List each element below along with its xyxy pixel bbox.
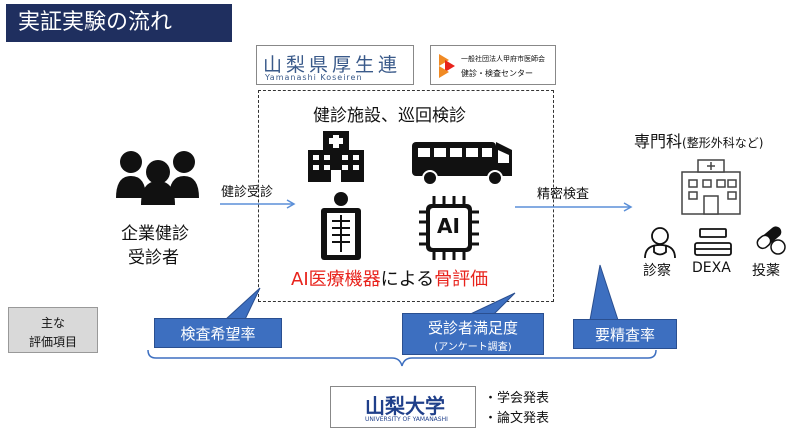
doctor-icon	[644, 227, 676, 259]
kofu-medical-emblem	[439, 54, 455, 78]
dexa-scanner-icon	[694, 228, 732, 256]
ai-chip-icon	[419, 196, 479, 260]
kofu-org-line2: 健診・検査センター	[461, 69, 533, 78]
specialist-heading-sub: (整形外科など)	[682, 136, 764, 150]
main-evaluation-items-box: 主な 評価項目	[8, 307, 98, 353]
kouseiren-logo-text: 山梨県厚生連	[263, 54, 402, 76]
xray-person-icon	[321, 192, 361, 260]
output-conference: ・学会発表	[484, 391, 550, 406]
people-icon	[116, 151, 199, 205]
right-item-exam: 診察	[643, 263, 671, 279]
main-items-line2: 評価項目	[28, 335, 77, 349]
page-title: 実証実験の流れ	[6, 4, 232, 42]
arrow-left-label: 健診受診	[221, 185, 274, 200]
bone-evaluation-text: 骨評価	[434, 269, 489, 290]
kofu-org-line1: 一般社団法人甲府市医師会	[461, 55, 545, 63]
yamanashi-university-logo: 山梨大学 UNIVERSITY OF YAMANASHI	[330, 386, 476, 428]
university-name: 山梨大学	[365, 394, 445, 418]
medicine-pills-icon	[756, 226, 786, 255]
callout-exam-request-rate: 検査希望率	[154, 318, 282, 348]
left-group-label-line1: 企業健診	[121, 224, 189, 244]
right-item-medication: 投薬	[752, 263, 780, 279]
callout-satisfaction-sub: (アンケート調査)	[434, 342, 512, 353]
specialist-heading: 専門科(整形外科など)	[634, 128, 763, 152]
ai-chip-label: AI	[437, 214, 460, 238]
arrow-to-specialist	[515, 202, 633, 212]
bracket-brace	[147, 349, 657, 367]
ai-device-text: AI医療機器	[291, 269, 381, 290]
by-text: による	[380, 269, 435, 290]
right-item-dexa: DEXA	[692, 260, 731, 276]
clinic-building-icon	[681, 159, 741, 215]
ai-bone-evaluation-label: AI医療機器による骨評価	[291, 265, 488, 291]
callout-satisfaction-main: 受診者満足度	[427, 319, 518, 337]
university-english: UNIVERSITY OF YAMANASHI	[365, 416, 448, 423]
output-paper: ・論文発表	[484, 411, 550, 426]
main-items-line1: 主な	[40, 316, 65, 330]
arrow-right-label: 精密検査	[537, 187, 590, 202]
specialist-heading-main: 専門科	[634, 132, 683, 151]
center-heading: 健診施設、巡回検診	[313, 106, 466, 126]
arrow-to-center	[220, 199, 296, 209]
callout-satisfaction: 受診者満足度 (アンケート調査)	[402, 313, 544, 355]
mobile-clinic-bus-icon	[412, 142, 512, 186]
callout-tail-3	[589, 264, 619, 321]
kouseiren-logo-subtext: Yamanashi Koseiren	[265, 73, 363, 82]
kouseiren-logo: 山梨県厚生連 Yamanashi Koseiren	[256, 45, 414, 85]
screening-site-box	[258, 90, 554, 302]
callout-detailed-exam-rate: 要精査率	[573, 319, 677, 349]
left-group-label-line2: 受診者	[128, 248, 179, 268]
kofu-medical-logo: 一般社団法人甲府市医師会 健診・検査センター	[430, 45, 556, 85]
hospital-icon	[308, 131, 364, 182]
